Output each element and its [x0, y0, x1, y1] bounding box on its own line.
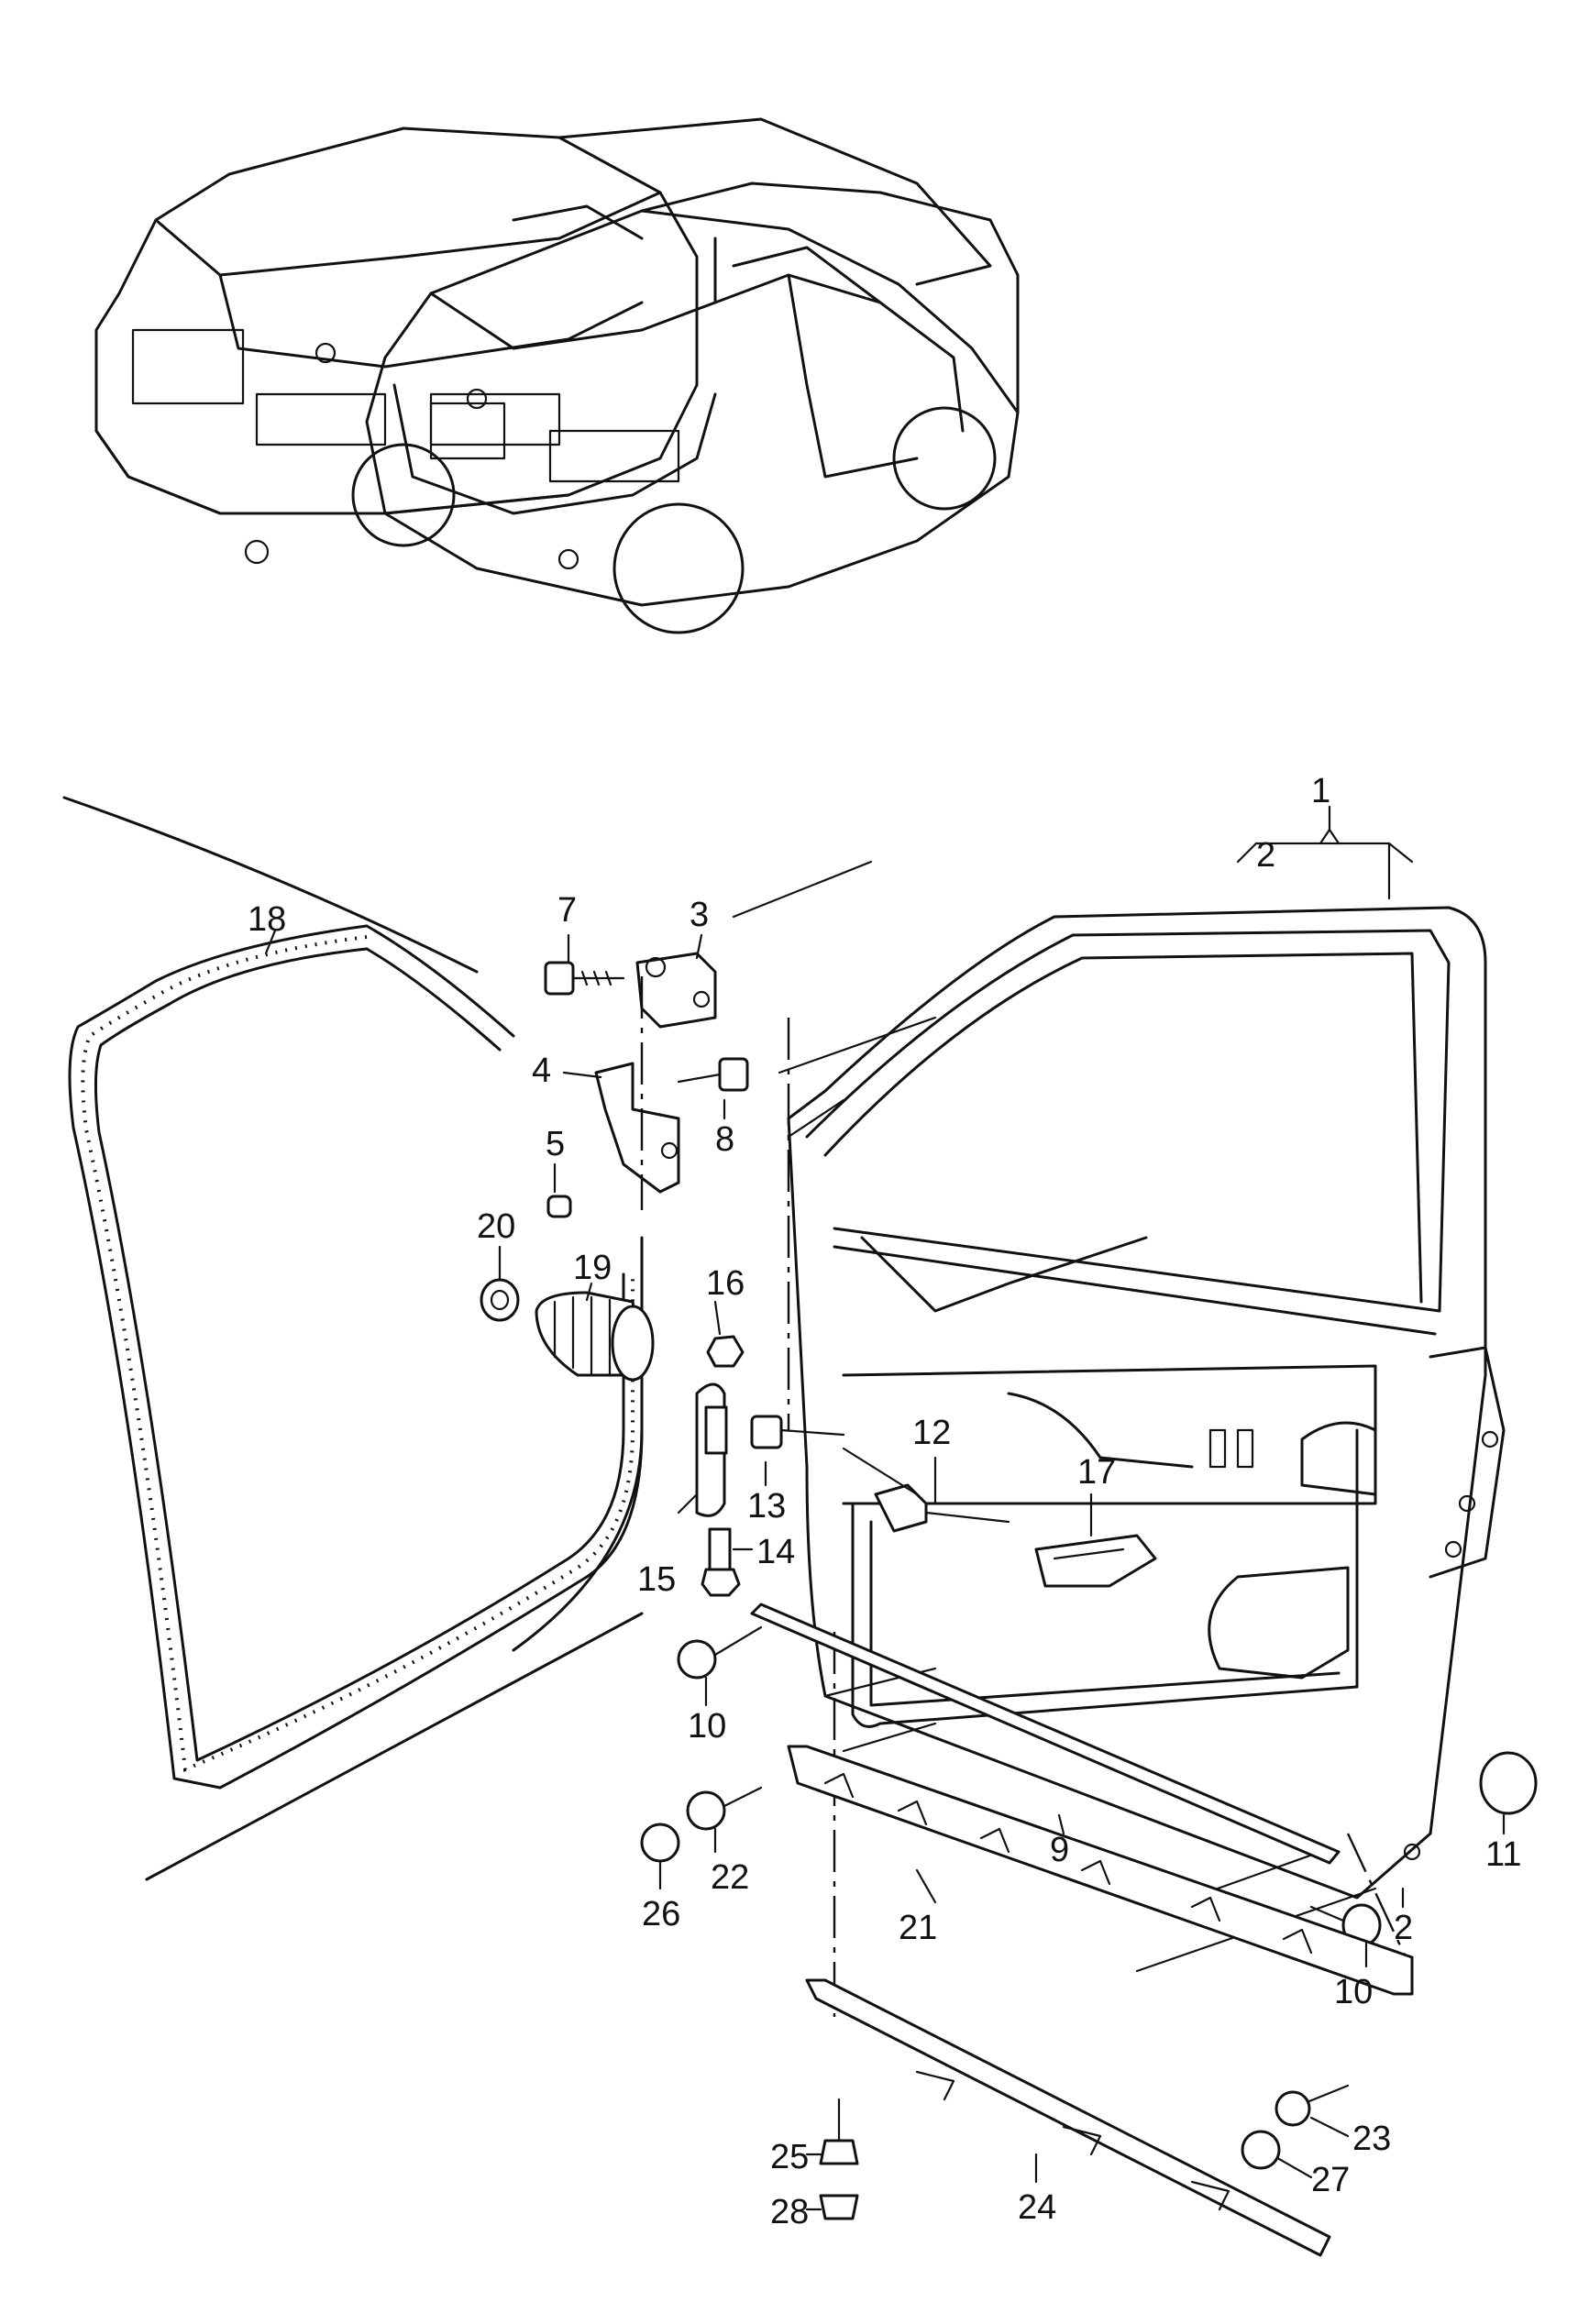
callout-18: 18 — [248, 900, 286, 939]
callout-2-lower: 2 — [1394, 1909, 1413, 1947]
bolt-8 — [677, 1057, 749, 1092]
bracket-17 — [1034, 1534, 1157, 1588]
leader-lines — [264, 929, 1506, 2211]
lower-hinge-4 — [594, 1062, 680, 1194]
bolt-7 — [544, 961, 625, 996]
callout-13: 13 — [747, 1487, 786, 1525]
construction-lines — [732, 805, 1414, 2017]
upper-hinge-3 — [635, 952, 717, 1029]
lower-trim-24 — [805, 1978, 1331, 2257]
callout-14: 14 — [756, 1533, 795, 1571]
callout-10-lower: 10 — [1334, 1973, 1373, 2011]
callout-27: 27 — [1311, 2161, 1350, 2199]
vehicle-overview-illustration — [94, 117, 1020, 634]
callout-28: 28 — [770, 2193, 809, 2231]
door-check-bracket-12 — [842, 1447, 1010, 1533]
callout-1: 1 — [1311, 772, 1330, 810]
callout-8: 8 — [715, 1120, 734, 1159]
plug-20 — [480, 1278, 520, 1322]
callout-7: 7 — [557, 891, 577, 930]
screw-22 — [686, 1786, 763, 1831]
cap-27 — [1241, 2130, 1281, 2170]
callout-19: 19 — [573, 1249, 612, 1287]
screw-25 — [819, 2098, 859, 2165]
callout-20: 20 — [477, 1207, 515, 1246]
door-check-strap-15 — [695, 1382, 728, 1517]
callout-25: 25 — [770, 2138, 809, 2176]
nut-16 — [706, 1335, 745, 1368]
callout-12: 12 — [912, 1414, 951, 1452]
door-shell — [787, 906, 1506, 1900]
bolt-10-upper — [677, 1625, 763, 1680]
door-seal-18 — [68, 924, 644, 1790]
callout-4: 4 — [532, 1052, 551, 1090]
sill-trim-21 — [787, 1745, 1414, 1996]
callout-17: 17 — [1077, 1453, 1116, 1492]
callout-26: 26 — [642, 1895, 680, 1933]
cap-11 — [1479, 1751, 1538, 1815]
screw-23 — [1275, 2084, 1350, 2127]
callout-16: 16 — [706, 1264, 745, 1303]
bolt-14 — [701, 1527, 741, 1597]
callout-10-upper: 10 — [688, 1707, 726, 1746]
clip-28 — [819, 2194, 859, 2220]
callout-15: 15 — [637, 1560, 676, 1599]
callout-11: 11 — [1485, 1835, 1521, 1874]
callout-24: 24 — [1018, 2188, 1056, 2227]
callout-22: 22 — [711, 1858, 749, 1897]
grommet-19 — [535, 1291, 655, 1382]
bolt-13 — [750, 1415, 845, 1449]
callout-5: 5 — [546, 1125, 565, 1163]
callout-labels: 1 2 3 4 5 7 8 9 10 10 11 12 13 14 15 16 … — [248, 772, 1521, 2231]
callout-3: 3 — [690, 896, 709, 934]
pin-5 — [546, 1195, 572, 1218]
cap-26 — [640, 1823, 680, 1863]
callout-23: 23 — [1352, 2120, 1391, 2158]
callout-9: 9 — [1050, 1831, 1069, 1869]
callout-21: 21 — [899, 1909, 937, 1947]
rod-9 — [750, 1603, 1341, 1865]
callout-2: 2 — [1256, 836, 1275, 875]
